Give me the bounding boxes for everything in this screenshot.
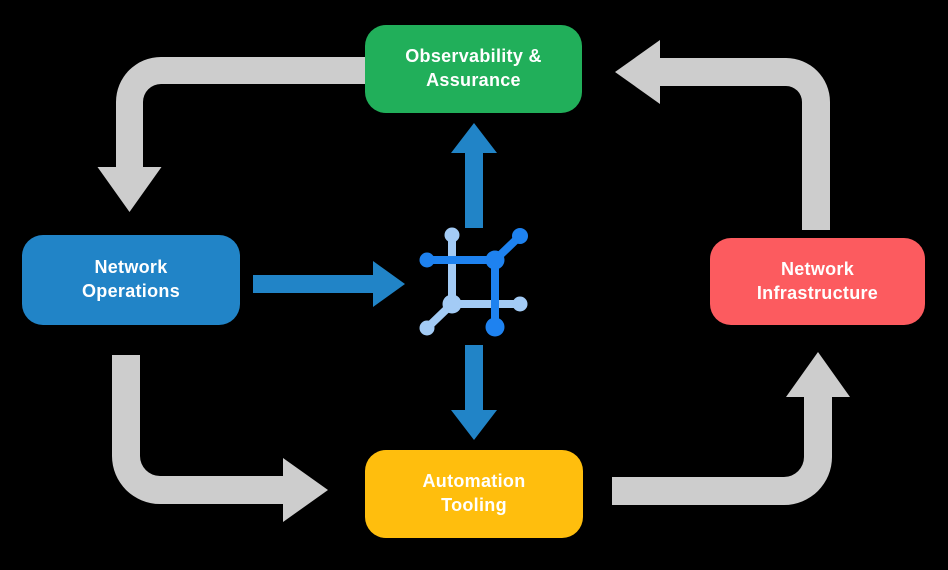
box-label-line: Tooling	[441, 495, 507, 515]
box-label-line: Assurance	[426, 70, 521, 90]
box-label-line: Network	[780, 258, 855, 279]
box-network-infrastructure: Network Infrastructure	[710, 238, 925, 325]
box-automation-tooling: Automation Tooling	[365, 450, 583, 538]
box-label-line: Operations	[81, 281, 181, 301]
box-label-line: Observability &	[405, 46, 542, 67]
box-network-operations: Network Operations	[22, 235, 240, 325]
box-label-line: Automation	[422, 471, 526, 492]
elbow-arrow-automation-to-infrastructure	[612, 352, 850, 505]
elbow-arrow-operations-to-automation	[112, 355, 328, 522]
box-label-line: Network	[94, 257, 168, 278]
elbow-arrow-observability-to-operations	[97, 57, 365, 212]
arrow-center-to-observability	[451, 123, 497, 228]
box-observability-assurance: Observability & Assurance	[365, 25, 582, 113]
icon-light-blue-part	[419, 227, 528, 336]
icon-dark-blue-part	[419, 228, 528, 337]
network-automation-icon	[419, 227, 528, 337]
arrow-operations-to-center	[253, 261, 405, 307]
box-label-line: Infrastructure	[756, 282, 879, 303]
elbow-arrow-infrastructure-to-observability	[615, 40, 830, 230]
arrow-center-to-automation	[451, 345, 497, 440]
